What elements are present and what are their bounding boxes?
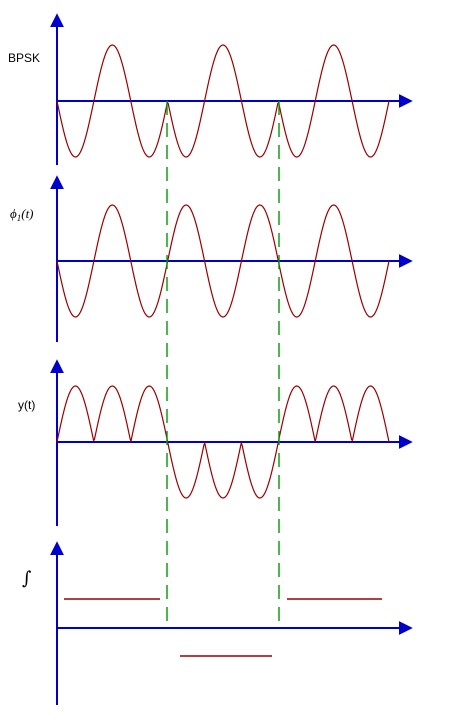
panel-yt: y(t)	[18, 359, 413, 526]
integral-label: ∫	[22, 568, 32, 589]
yt-waveform	[56, 385, 390, 499]
bpsk-waveform	[56, 44, 390, 158]
phi1-label: ϕ1(t)	[10, 206, 34, 223]
panel-integral: ∫	[22, 541, 413, 705]
phi1-subscript: 1	[17, 213, 22, 223]
panel-phi1: ϕ1(t)	[10, 175, 413, 342]
bpsk-label: BPSK	[8, 51, 40, 65]
yt-label: y(t)	[18, 398, 35, 412]
panel-bpsk: BPSK	[8, 13, 413, 165]
phi1-argument: (t)	[21, 206, 33, 221]
phi1-waveform	[56, 204, 390, 318]
phi1-symbol: ϕ	[10, 206, 17, 221]
